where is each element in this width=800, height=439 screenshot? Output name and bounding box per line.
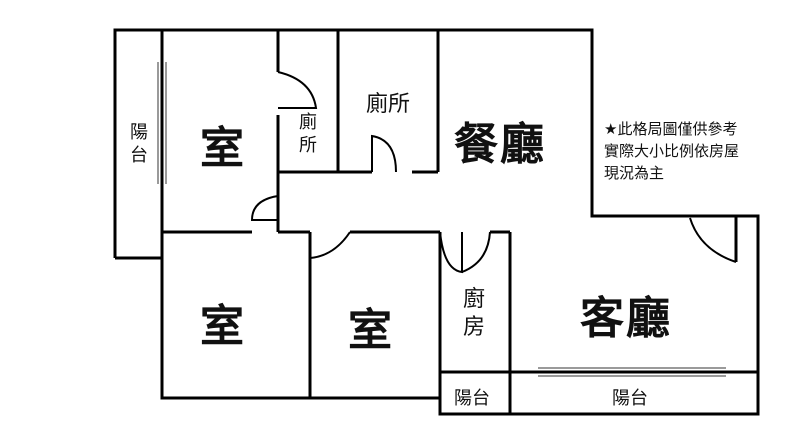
room-label-living: 客廳	[580, 293, 672, 344]
room-label-bedroom-bottom-mid: 室	[348, 305, 394, 356]
disclaimer-line-2: 實際大小比例依房屋	[604, 142, 740, 160]
room-label-balcony-bottom-small: 陽台	[454, 388, 490, 409]
room-label-balcony-left: 陽台	[130, 122, 148, 166]
room-label-bedroom-bottom-left: 室	[200, 301, 246, 352]
room-label-dining: 餐廳	[454, 119, 546, 170]
room-label-toilet: 廁所	[366, 92, 411, 117]
room-label-kitchen: 廚房	[462, 287, 485, 340]
walls	[113, 28, 760, 416]
windows	[157, 62, 726, 377]
room-label-toilet-small: 廁所	[299, 112, 317, 156]
disclaimer-line-1: ★此格局圖僅供參考	[604, 120, 738, 138]
disclaimer-line-3: 現況為主	[604, 164, 665, 182]
room-label-bedroom-top: 室	[200, 123, 246, 174]
disclaimer-note: ★此格局圖僅供參考 實際大小比例依房屋 現況為主	[604, 118, 784, 184]
door-arcs	[250, 71, 737, 274]
room-label-balcony-bottom: 陽台	[612, 388, 648, 409]
